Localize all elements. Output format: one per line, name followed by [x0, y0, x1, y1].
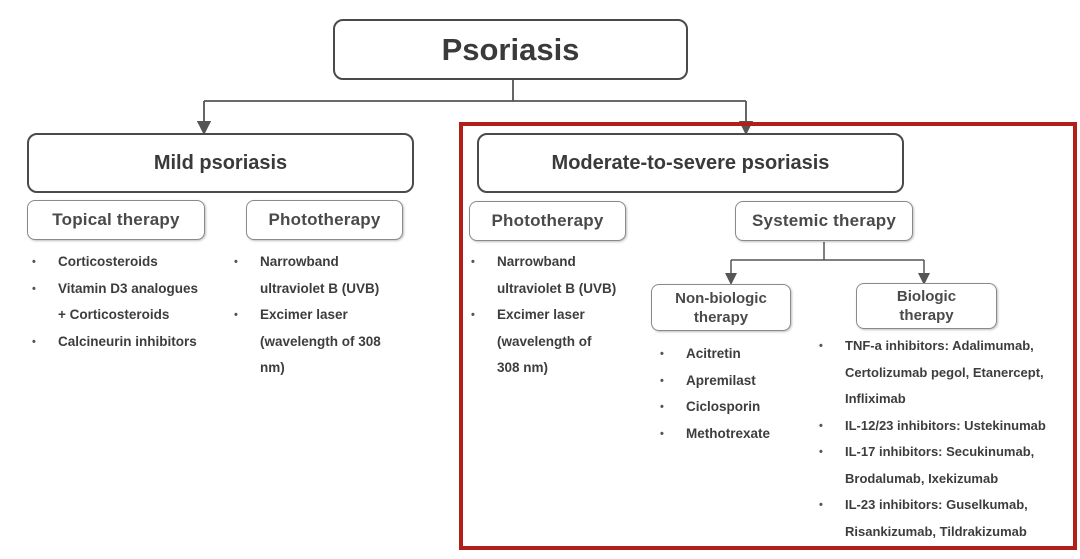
mild-phototherapy-node: Phototherapy [246, 200, 403, 240]
systemic-node: Systemic therapy [735, 201, 913, 241]
list-item: Vitamin D3 analogues [30, 276, 198, 303]
list-item-continuation: Infliximab [845, 391, 906, 406]
severe-phototherapy-node: Phototherapy [469, 201, 626, 241]
mild-node: Mild psoriasis [27, 133, 414, 193]
mild-phototherapy-label: Phototherapy [268, 210, 381, 229]
root-node: Psoriasis [333, 19, 688, 80]
mild-topical-list: Corticosteroids Vitamin D3 analogues + C… [30, 249, 198, 355]
list-item: Narrowband [469, 249, 616, 276]
biologic-list: TNF-a inhibitors: Adalimumab, Certolizum… [817, 333, 1046, 545]
severe-label: Moderate-to-severe psoriasis [551, 151, 830, 174]
biologic-label-line2: therapy [899, 307, 954, 324]
list-item: IL-23 inhibitors: Guselkumab, [817, 492, 1046, 519]
list-item-continuation: Brodalumab, Ixekizumab [845, 470, 999, 486]
list-item-continuation: 308 nm) [497, 360, 549, 375]
systemic-label: Systemic therapy [752, 211, 896, 230]
list-item-continuation: + Corticosteroids [58, 307, 170, 322]
list-item: Apremilast [658, 368, 770, 395]
biologic-node: Biologic therapy [856, 283, 997, 329]
mild-topical-label: Topical therapy [52, 210, 180, 229]
list-item: Methotrexate [658, 421, 770, 448]
list-item-continuation: ultraviolet B (UVB) [497, 280, 617, 296]
biologic-label-line1: Biologic [896, 288, 957, 305]
list-item: Excimer laser [232, 302, 381, 329]
list-item-continuation: Risankizumab, Tildrakizumab [845, 523, 1027, 539]
root-label: Psoriasis [441, 31, 580, 67]
list-item-continuation: (wavelength of [497, 333, 592, 349]
nonbiologic-label-line2: therapy [693, 308, 749, 326]
list-item: IL-17 inhibitors: Secukinumab, [817, 439, 1046, 466]
mild-phototherapy-list: Narrowband ultraviolet B (UVB) Excimer l… [232, 249, 381, 382]
list-item: TNF-a inhibitors: Adalimumab, [817, 333, 1046, 360]
list-item: IL-12/23 inhibitors: Ustekinumab [817, 413, 1046, 440]
list-item: Acitretin [658, 341, 770, 368]
nonbiologic-label-line1: Non-biologic [675, 289, 767, 307]
severe-node: Moderate-to-severe psoriasis [477, 133, 904, 193]
list-item-continuation: ultraviolet B (UVB) [260, 280, 380, 296]
severe-phototherapy-list: Narrowband ultraviolet B (UVB) Excimer l… [469, 249, 616, 382]
mild-label: Mild psoriasis [153, 151, 288, 174]
list-item: Calcineurin inhibitors [30, 329, 198, 356]
list-item: Narrowband [232, 249, 381, 276]
list-item-continuation: Certolizumab pegol, Etanercept, [845, 364, 1044, 380]
list-item: Ciclosporin [658, 394, 770, 421]
nonbiologic-node: Non-biologic therapy [651, 284, 791, 331]
list-item-continuation: nm) [260, 360, 285, 375]
list-item: Excimer laser [469, 302, 616, 329]
nonbiologic-list: Acitretin Apremilast Ciclosporin Methotr… [658, 341, 770, 447]
list-item-continuation: (wavelength of 308 [260, 333, 381, 349]
mild-topical-node: Topical therapy [27, 200, 205, 240]
severe-phototherapy-label: Phototherapy [491, 211, 604, 230]
list-item: Corticosteroids [30, 249, 198, 276]
highlight-frame [459, 122, 1077, 550]
